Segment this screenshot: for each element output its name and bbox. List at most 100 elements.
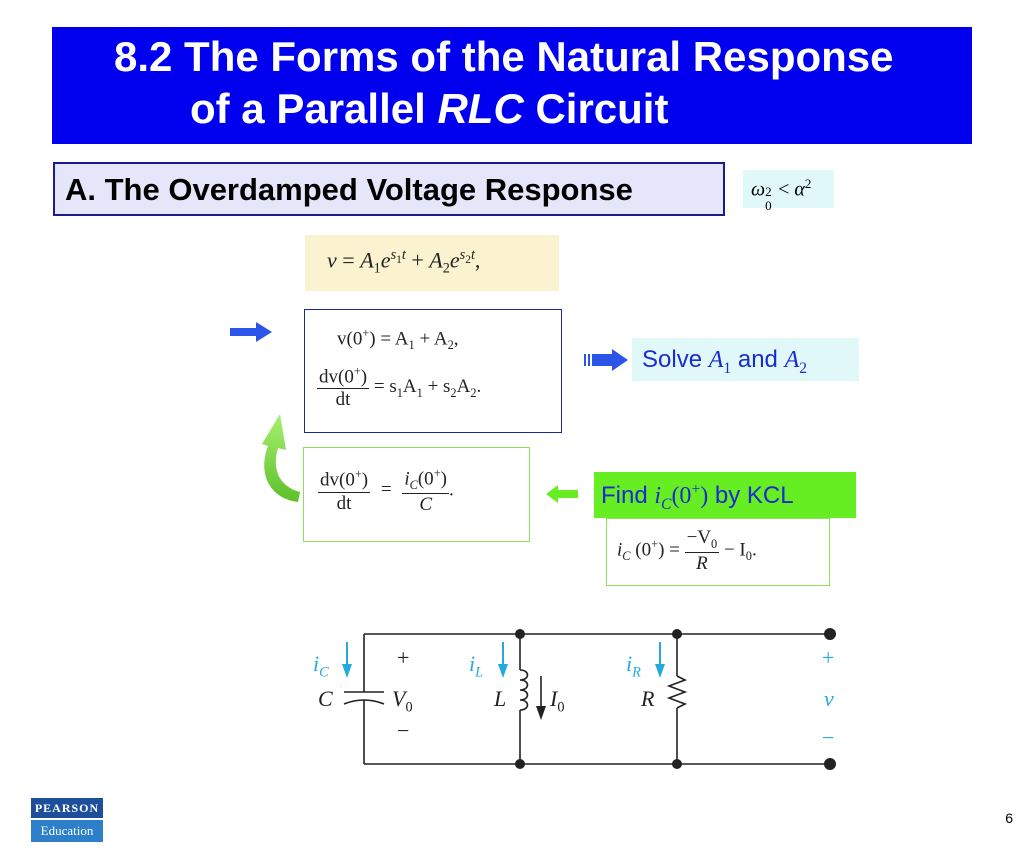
row2-rhs-d: A [456,376,471,398]
solve-arrow-icon [584,349,628,371]
cap-plus-sign: + [397,645,410,670]
row2-rhs-s2: 2 [450,385,457,400]
inductor-coil [519,669,529,711]
ic-tail-end: . [751,539,757,561]
eq-exp1-sub: 1 [396,253,402,266]
logo-pearson: PEARSON [31,798,103,818]
eq-exp2-t: t [470,247,475,263]
deriv-rnum-sub: C [409,478,418,493]
il-i: i [469,651,476,676]
solve-A1-sub: 1 [723,359,732,377]
solve-A2: A [784,347,800,373]
v0-v: V [392,686,406,711]
output-voltage-label: v [824,686,834,711]
eq-e1: e [380,247,391,273]
deriv-end: . [448,479,454,501]
row1-sub2: 2 [447,338,454,353]
solve-prefix: Solve [642,346,703,373]
ir-sub: R [632,664,641,681]
output-minus-sign: − [822,725,835,750]
less-than-sign: < [778,178,790,201]
find-note: Find iC(0+) by KCL [594,472,856,518]
ic-num-sub: 0 [711,536,718,551]
title-line-2-text: of a Parallel [190,85,426,132]
row2-rhs-s1b: 1 [416,385,423,400]
ic-lhs-sup: + [651,536,659,551]
il-sub: L [475,664,484,681]
find-sub: C [661,495,672,513]
solve-A2-sub: 2 [799,359,808,377]
row2-den: dt [335,389,351,411]
capacitor-label: C [318,686,333,711]
capacitor-current-equation: iC (0+) = −V0 R − I0. [606,518,830,586]
cap-minus-sign: − [397,718,410,743]
eq-equals: = [342,247,355,273]
v0-sub: 0 [405,699,413,716]
eq-exp1-s: s [390,247,397,263]
ic-lhs-b: (0 [630,539,652,561]
ic-fraction: −V0 R [684,527,720,575]
ic-tail-a: − I [723,539,746,561]
ic-i: i [313,651,320,676]
deriv-rnum-sup: + [433,466,441,480]
deriv-num-b: ) [361,469,369,491]
ic-tail-sub: 0 [745,549,752,564]
title-bar: 8.2 The Forms of the Natural Response of… [52,27,972,144]
eq-A1-sub: 1 [373,260,381,277]
row2-rhs-a: = s [373,376,397,398]
ic-lhs-c: ) = [658,539,680,561]
left-arrow-icon [546,485,578,503]
ic-sub: C [319,664,329,681]
section-header: A. The Overdamped Voltage Response [53,162,725,216]
eq-v: v [327,247,337,273]
find-paren: (0 [671,483,692,509]
row2-rhs-s1: 1 [396,385,403,400]
capacitor-current-derivative-equation: dv(0+) dt = iC(0+) C . [303,447,530,542]
eq-A2: A [429,247,443,273]
deriv-lhs-fraction: dv(0+) dt [318,467,371,514]
eq-exp1-t: t [401,247,406,263]
find-close: ) [700,483,709,509]
solve-and: and [737,346,778,373]
row1-lhs: v(0 [337,328,363,350]
ir-i: i [626,651,633,676]
row2-num-b: ) [360,366,368,388]
general-solution-equation: v = A1es1t + A2es2t, [305,235,559,291]
v0-label: V0 [392,686,413,716]
row1-sub1: 1 [408,338,415,353]
inductor-label: L [494,686,507,711]
deriv-den: dt [336,492,352,514]
row1-plus: + A [414,328,448,350]
omega-symbol: ω [751,178,766,201]
ic-lhs-a: i [617,539,623,561]
find-suffix: by KCL [714,482,794,509]
deriv-rnum-c: ) [440,468,447,490]
eq-plus: + [411,247,424,273]
row2-num-a: dv(0 [319,366,354,388]
output-plus-sign: + [822,645,835,670]
i0-sub: 0 [557,699,565,716]
title-line-1: 8.2 The Forms of the Natural Response [114,33,894,80]
eq-A1: A [360,247,374,273]
pearson-logo: PEARSON Education [31,798,103,842]
deriv-rden: C [419,494,432,516]
eq-comma: , [474,247,481,273]
initial-voltage-equation: v(0+) = A1 + A2, [337,326,459,353]
row2-num-sup: + [353,364,361,378]
row2-rhs-c: + s [422,376,451,398]
eq-e2: e [449,247,460,273]
deriv-rnum-a: i [404,468,410,490]
eq-A2-sub: 2 [442,260,450,277]
deriv-num-a: dv(0 [320,469,355,491]
alpha-symbol: α [794,178,805,201]
section-label: A. The Overdamped Voltage Response [65,172,633,207]
il-current-label: iL [469,651,483,681]
row1-end: , [453,328,459,350]
ic-lhs-sub: C [622,549,631,564]
omega-exponent: 2 [765,183,772,199]
title-circuit: Circuit [535,85,669,132]
deriv-num-sup: + [354,467,362,482]
ic-num-a: −V [686,527,712,548]
ic-current-label: iC [313,651,329,681]
resistor-label: R [641,686,655,711]
